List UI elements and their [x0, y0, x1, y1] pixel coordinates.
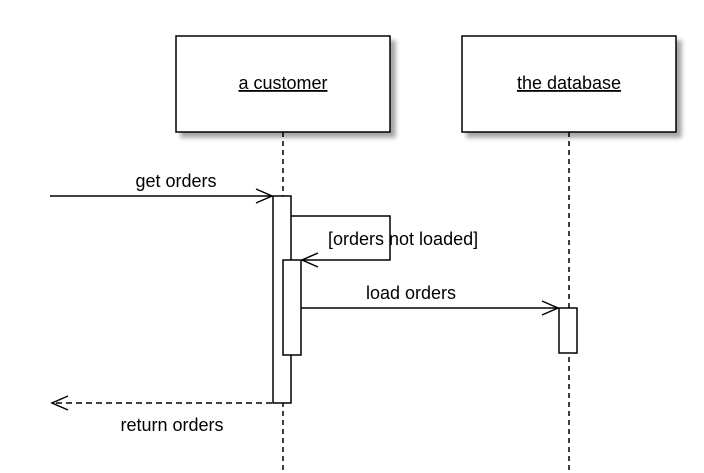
guard-condition: [orders not loaded]	[328, 229, 478, 249]
participant-name: the database	[517, 73, 621, 93]
participant-box	[175, 35, 391, 133]
open-arrowhead	[541, 300, 560, 316]
message-return-orders: return orders	[50, 395, 272, 435]
activation-customer-nested	[282, 259, 302, 356]
participant-the-database: the database	[461, 35, 677, 133]
open-arrowhead	[50, 395, 69, 411]
message-self-call: [orders not loaded]	[291, 215, 478, 268]
self-call-line	[291, 215, 391, 261]
message-label: load orders	[366, 283, 456, 303]
open-arrowhead	[300, 252, 319, 268]
activation-database	[558, 307, 578, 354]
participant-name: a customer	[238, 73, 327, 93]
message-label: get orders	[135, 171, 216, 191]
participant-a-customer: a customer	[175, 35, 391, 133]
message-label: return orders	[120, 415, 223, 435]
open-arrowhead	[255, 188, 274, 204]
message-get-orders: get orders	[50, 171, 274, 204]
participant-box	[461, 35, 677, 133]
message-load-orders: load orders	[301, 283, 560, 316]
